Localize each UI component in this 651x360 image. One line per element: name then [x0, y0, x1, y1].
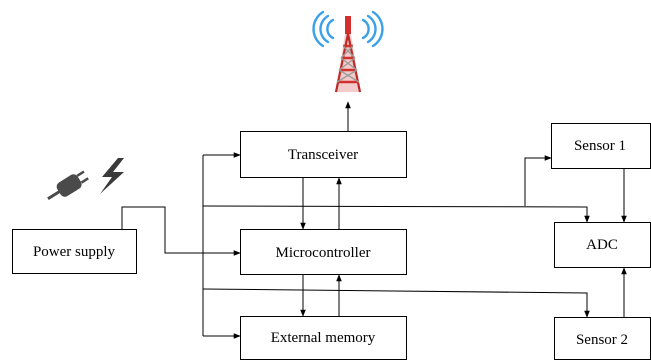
cell-tower-icon — [312, 10, 384, 93]
external-memory-label: External memory — [271, 330, 376, 346]
sensor1-block: Sensor 1 — [551, 123, 651, 169]
power-supply-label: Power supply — [33, 244, 116, 260]
transceiver-block: Transceiver — [240, 131, 407, 178]
sensor2-block: Sensor 2 — [554, 317, 651, 360]
sensor1-label: Sensor 1 — [574, 138, 626, 154]
connection-lines — [121, 101, 627, 339]
power-supply-block: Power supply — [12, 229, 137, 274]
sensor2-label: Sensor 2 — [576, 332, 628, 348]
transceiver-label: Transceiver — [288, 147, 358, 163]
external-memory-block: External memory — [240, 316, 407, 360]
adc-block: ADC — [554, 222, 651, 268]
adc-label: ADC — [586, 237, 618, 253]
power-plug-icon — [47, 158, 124, 201]
microcontroller-label: Microcontroller — [276, 245, 371, 261]
microcontroller-block: Microcontroller — [240, 229, 407, 275]
